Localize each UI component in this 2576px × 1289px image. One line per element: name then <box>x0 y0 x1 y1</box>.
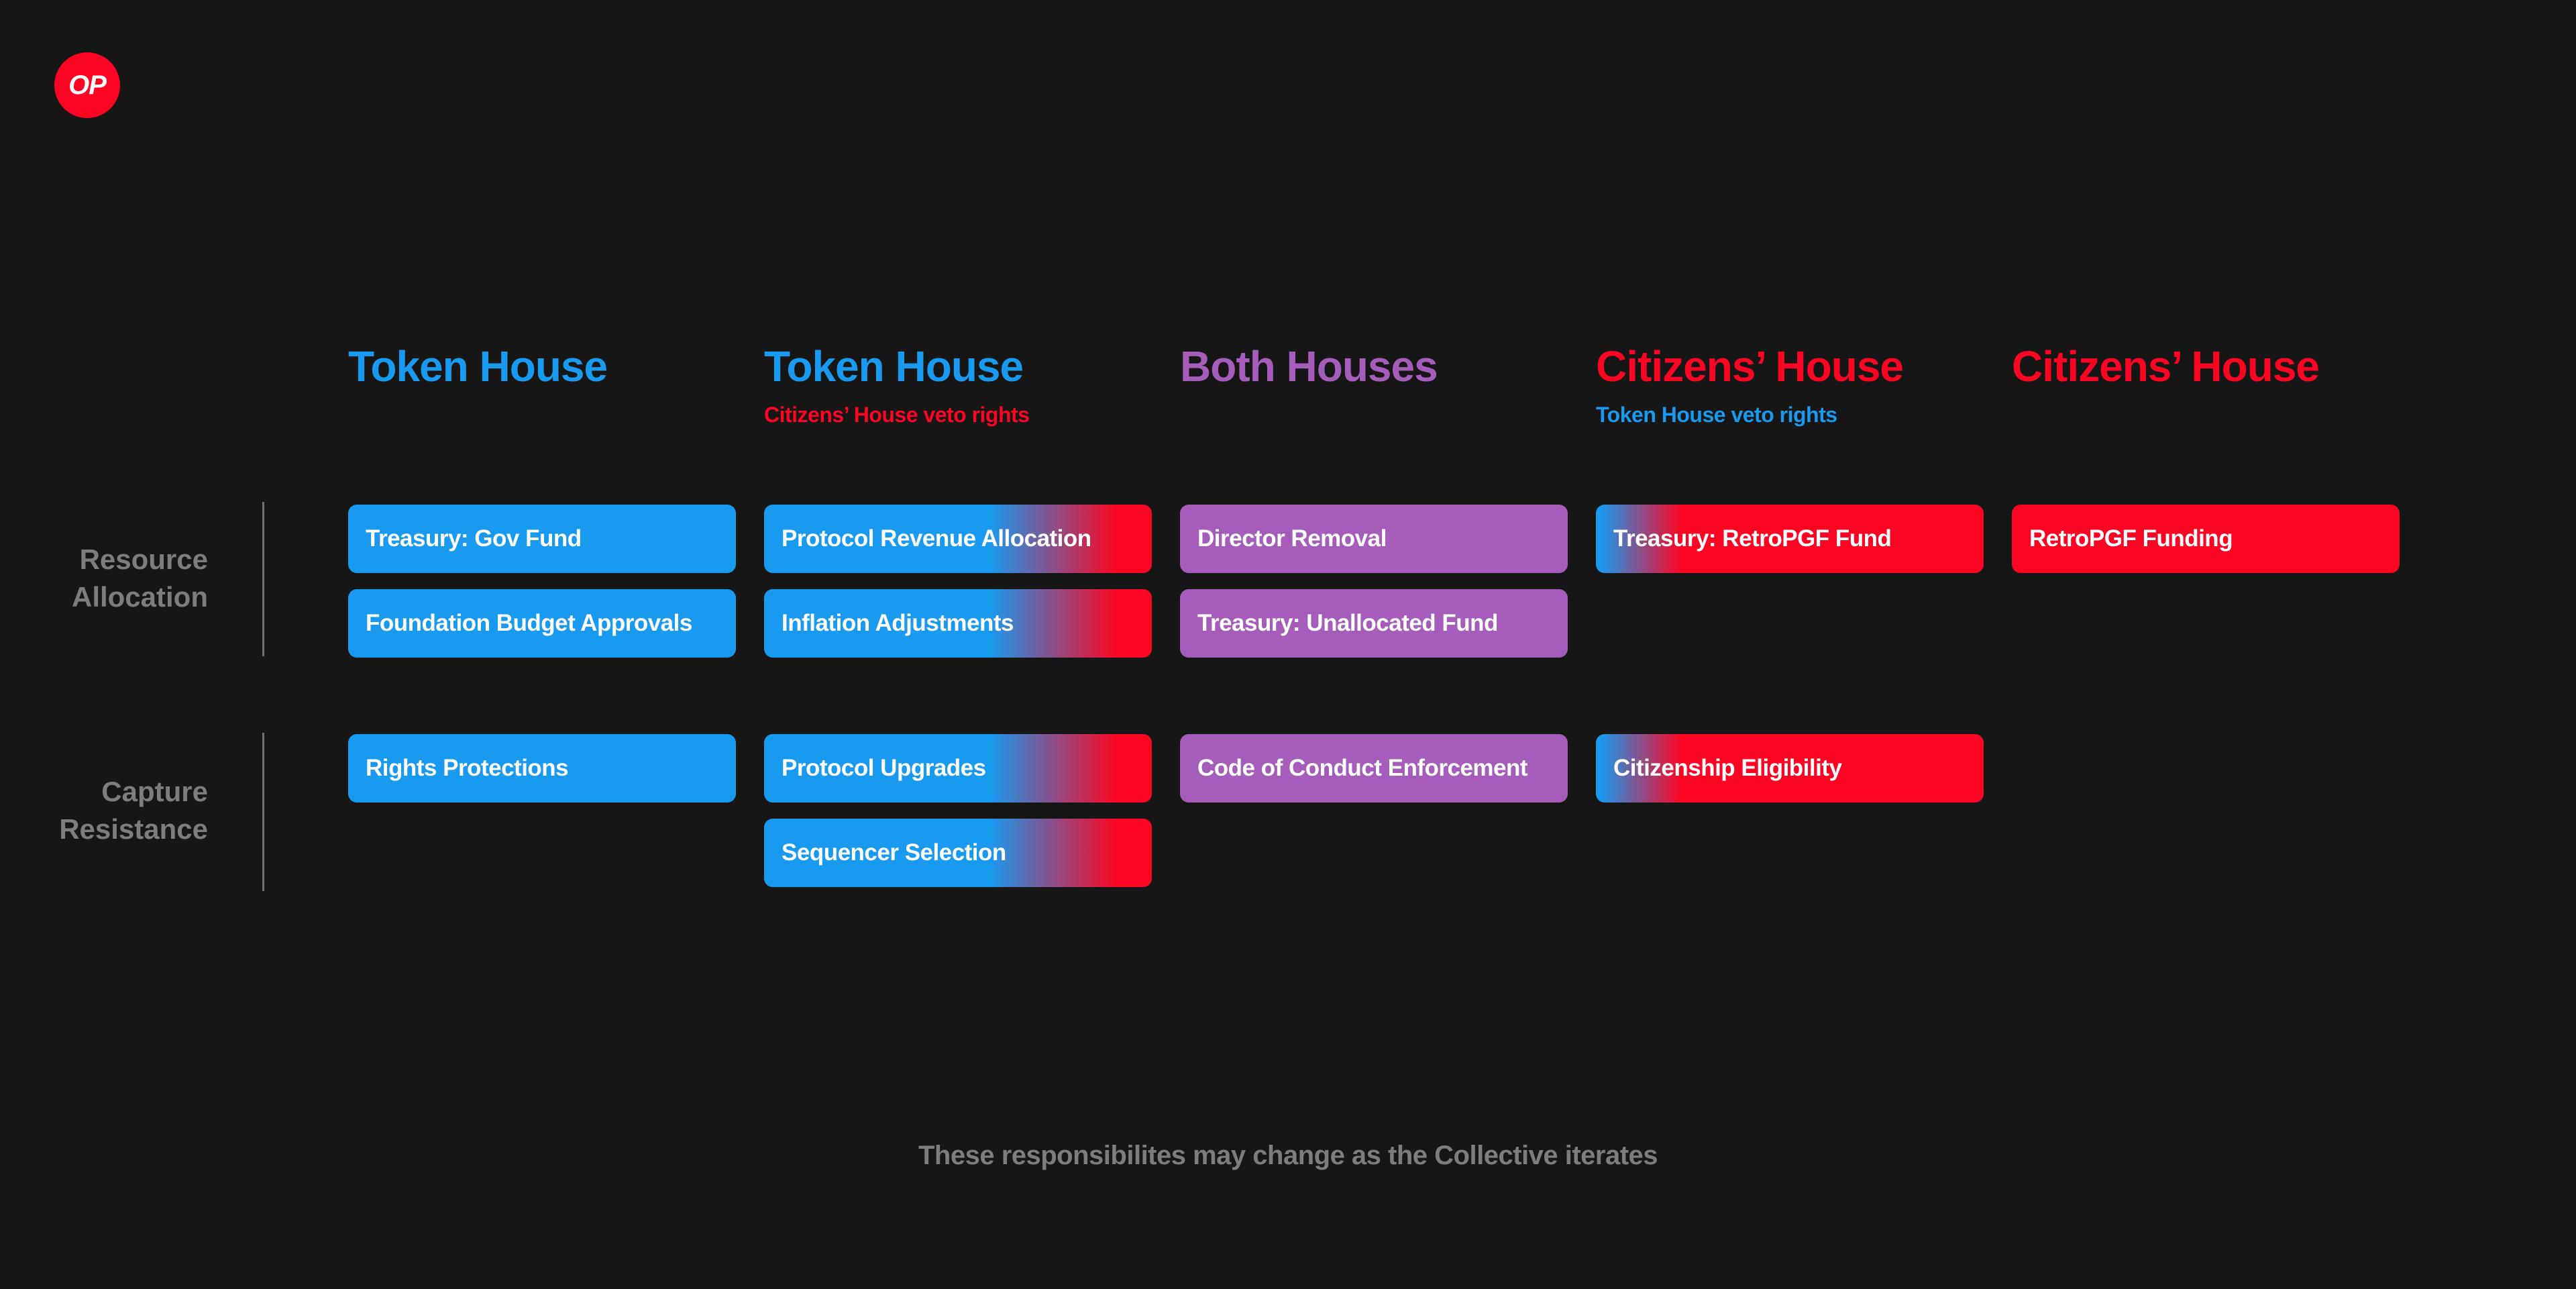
pill-code-of-conduct-enforcement: Code of Conduct Enforcement <box>1180 734 1568 803</box>
row-label-line: Capture <box>101 776 208 807</box>
footnote-text: These responsibilites may change as the … <box>918 1141 1658 1170</box>
column-title: Citizens’ House <box>1596 342 1904 391</box>
column-citizens-house: Citizens’ House RetroPGF Funding <box>2012 0 2400 1289</box>
row-label-line: Resistance <box>59 813 208 845</box>
column-title: Token House <box>348 342 608 391</box>
pill-inflation-adjustments: Inflation Adjustments <box>764 589 1152 658</box>
pill-treasury-unallocated-fund: Treasury: Unallocated Fund <box>1180 589 1568 658</box>
op-logo-text: OP <box>68 70 107 100</box>
pill-label: Director Removal <box>1197 525 1387 552</box>
pill-label: Foundation Budget Approvals <box>366 610 692 636</box>
pill-treasury-retropgf-fund: Treasury: RetroPGF Fund <box>1596 505 1984 573</box>
pill-label: Treasury: Unallocated Fund <box>1197 610 1498 636</box>
row-divider-resource-allocation <box>262 502 264 656</box>
pill-citizenship-eligibility: Citizenship Eligibility <box>1596 734 1984 803</box>
pill-label: Sequencer Selection <box>782 839 1006 866</box>
pill-label: Inflation Adjustments <box>782 610 1014 636</box>
op-logo: OP <box>54 52 120 118</box>
column-token-house-with-citizens-veto: Token House Citizens’ House veto rights … <box>764 0 1152 1289</box>
pill-label: Code of Conduct Enforcement <box>1197 755 1528 781</box>
pill-label: Protocol Revenue Allocation <box>782 525 1091 552</box>
row-label-line: Allocation <box>71 581 208 613</box>
column-subtitle: Token House veto rights <box>1596 403 1837 427</box>
column-subtitle: Citizens’ House veto rights <box>764 403 1030 427</box>
pill-label: Citizenship Eligibility <box>1613 755 1842 781</box>
row-divider-capture-resistance <box>262 733 264 891</box>
column-citizens-house-with-token-veto: Citizens’ House Token House veto rights … <box>1596 0 1984 1289</box>
pill-rights-protections: Rights Protections <box>348 734 736 803</box>
row-label-line: Resource <box>79 544 208 575</box>
column-both-houses: Both Houses Director Removal Treasury: U… <box>1180 0 1568 1289</box>
pill-label: Treasury: RetroPGF Fund <box>1613 525 1892 552</box>
pill-treasury-gov-fund: Treasury: Gov Fund <box>348 505 736 573</box>
column-title: Both Houses <box>1180 342 1438 391</box>
column-title: Token House <box>764 342 1024 391</box>
column-token-house: Token House Treasury: Gov Fund Foundatio… <box>348 0 736 1289</box>
row-label-capture-resistance: Capture Resistance <box>0 773 208 848</box>
column-title: Citizens’ House <box>2012 342 2320 391</box>
pill-sequencer-selection: Sequencer Selection <box>764 819 1152 887</box>
pill-label: Rights Protections <box>366 755 569 781</box>
pill-label: RetroPGF Funding <box>2029 525 2233 552</box>
pill-protocol-upgrades: Protocol Upgrades <box>764 734 1152 803</box>
pill-retropgf-funding: RetroPGF Funding <box>2012 505 2400 573</box>
pill-label: Protocol Upgrades <box>782 755 986 781</box>
pill-label: Treasury: Gov Fund <box>366 525 582 552</box>
pill-foundation-budget-approvals: Foundation Budget Approvals <box>348 589 736 658</box>
pill-director-removal: Director Removal <box>1180 505 1568 573</box>
pill-protocol-revenue-allocation: Protocol Revenue Allocation <box>764 505 1152 573</box>
row-label-resource-allocation: Resource Allocation <box>0 541 208 616</box>
